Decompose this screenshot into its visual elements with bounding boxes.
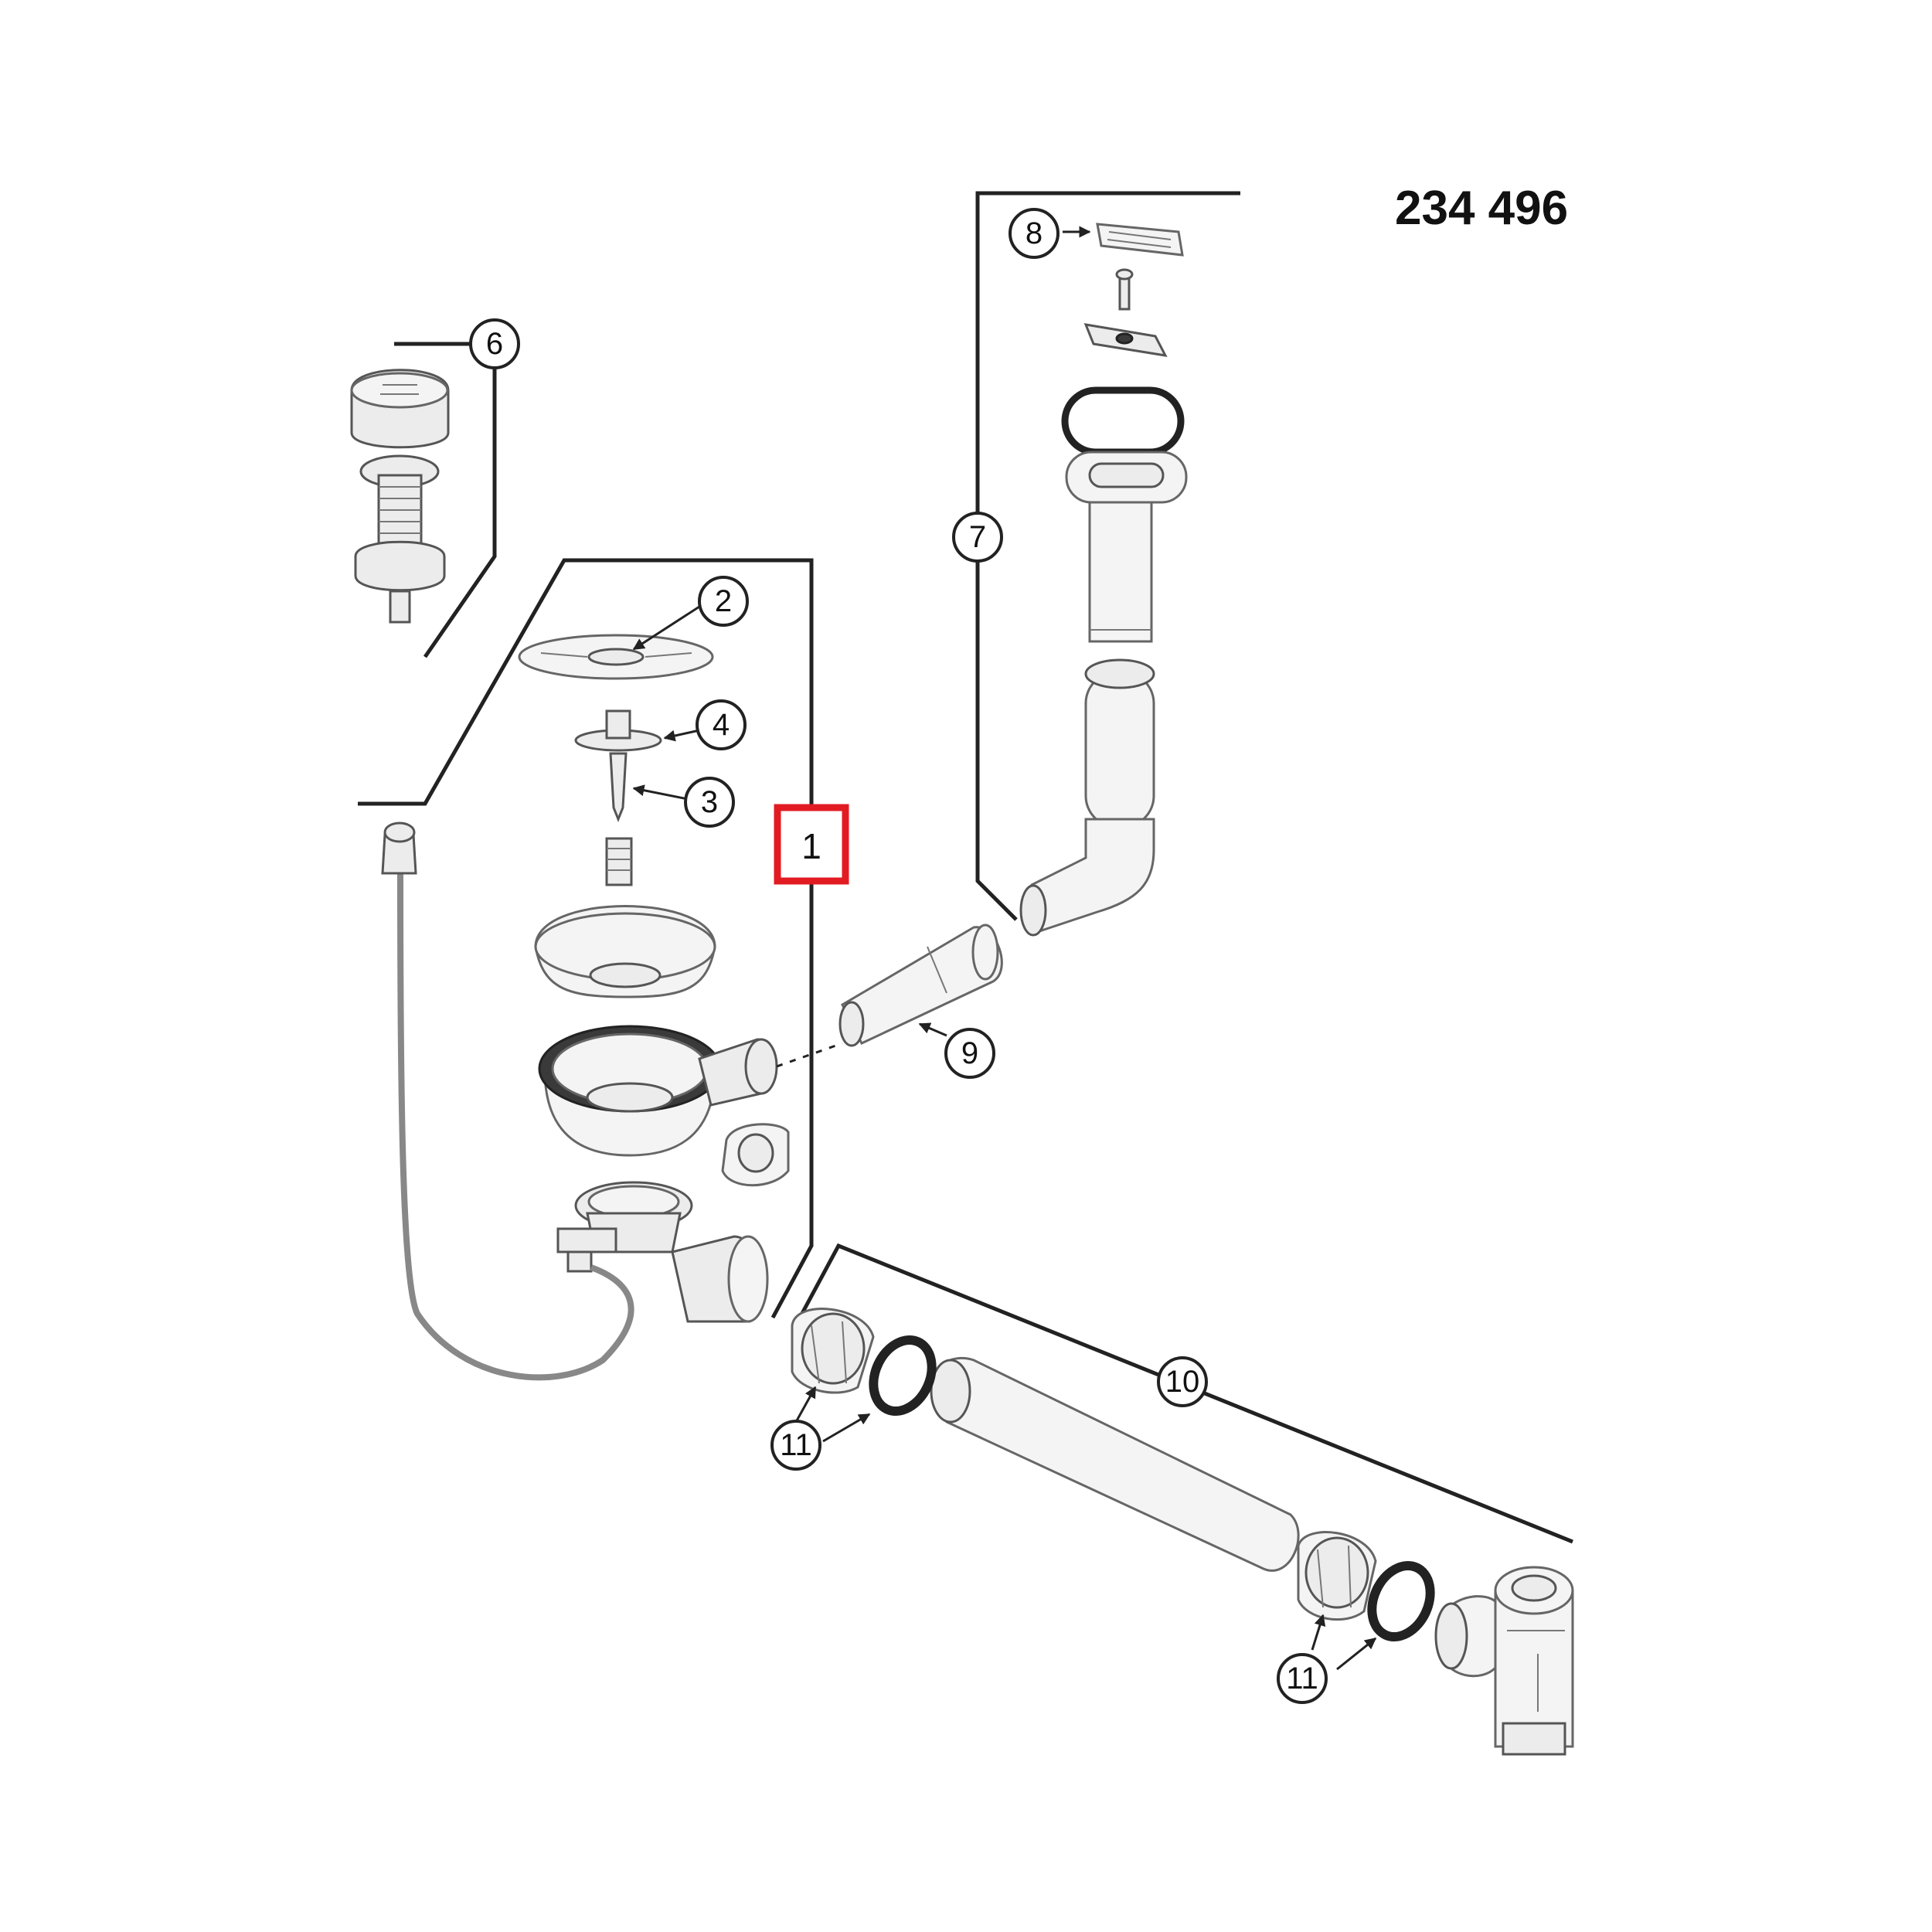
callout-1-label: 1 bbox=[801, 826, 821, 866]
callout-11-lower-label: 11 bbox=[1286, 1662, 1318, 1696]
nut-upper bbox=[791, 1308, 875, 1394]
callout-4-label: 4 bbox=[713, 708, 730, 742]
callout-11-upper: 11 bbox=[770, 1420, 821, 1471]
part-7-overflow-housing bbox=[1065, 451, 1188, 643]
small-cap bbox=[721, 1123, 790, 1187]
part-6-knob-assembly bbox=[350, 369, 450, 624]
highlight-box bbox=[774, 804, 849, 885]
callout-10: 10 bbox=[1157, 1356, 1208, 1407]
callout-11-lower: 11 bbox=[1277, 1653, 1328, 1704]
callout-11-upper-label: 11 bbox=[780, 1428, 812, 1462]
leader-lines bbox=[358, 191, 1573, 1544]
callout-6-label: 6 bbox=[486, 327, 503, 361]
seal-ring-lower bbox=[1367, 1561, 1435, 1641]
callout-3: 3 bbox=[684, 777, 735, 828]
part-4-plug-head bbox=[574, 709, 662, 752]
callout-10-label: 10 bbox=[1165, 1365, 1200, 1399]
callout-9-label: 9 bbox=[961, 1036, 978, 1070]
bracket-10 bbox=[798, 1243, 1573, 1544]
drain-body bbox=[538, 1025, 843, 1157]
callout-9: 9 bbox=[944, 1028, 995, 1079]
part-9-connection-pipe bbox=[838, 923, 1003, 1047]
callout-3-label: 3 bbox=[701, 785, 718, 819]
callout-4: 4 bbox=[696, 699, 747, 750]
article-number: 234 496 bbox=[1395, 182, 1568, 235]
overflow-seal-ring bbox=[1061, 386, 1185, 456]
part-2-cover-plate bbox=[518, 634, 714, 680]
callout-1-highlighted[interactable]: 1 bbox=[774, 804, 849, 885]
part-8-overflow-cover bbox=[1096, 223, 1184, 311]
callout-2: 2 bbox=[698, 576, 749, 627]
spring-part bbox=[605, 837, 633, 886]
callout-7: 7 bbox=[952, 512, 1003, 563]
callout-7-label: 7 bbox=[969, 520, 986, 554]
seal-ring-upper bbox=[869, 1335, 937, 1416]
callout-2-label: 2 bbox=[715, 584, 732, 618]
strainer-basket bbox=[534, 905, 716, 998]
t-piece bbox=[1434, 1566, 1574, 1756]
callout-6: 6 bbox=[469, 318, 520, 369]
bracket-6 bbox=[394, 342, 497, 658]
part-10-drain-pipe bbox=[930, 1356, 1300, 1572]
callout-8: 8 bbox=[1009, 208, 1060, 259]
overflow-pipe bbox=[1019, 658, 1155, 937]
valve-assembly bbox=[381, 821, 769, 1381]
nut-lower bbox=[1297, 1531, 1377, 1621]
overflow-clamp bbox=[1083, 323, 1168, 357]
callout-pointers bbox=[632, 226, 1377, 1671]
bracket-1 bbox=[358, 558, 814, 1319]
part-3-pin bbox=[609, 752, 628, 823]
callout-8-label: 8 bbox=[1026, 216, 1043, 250]
